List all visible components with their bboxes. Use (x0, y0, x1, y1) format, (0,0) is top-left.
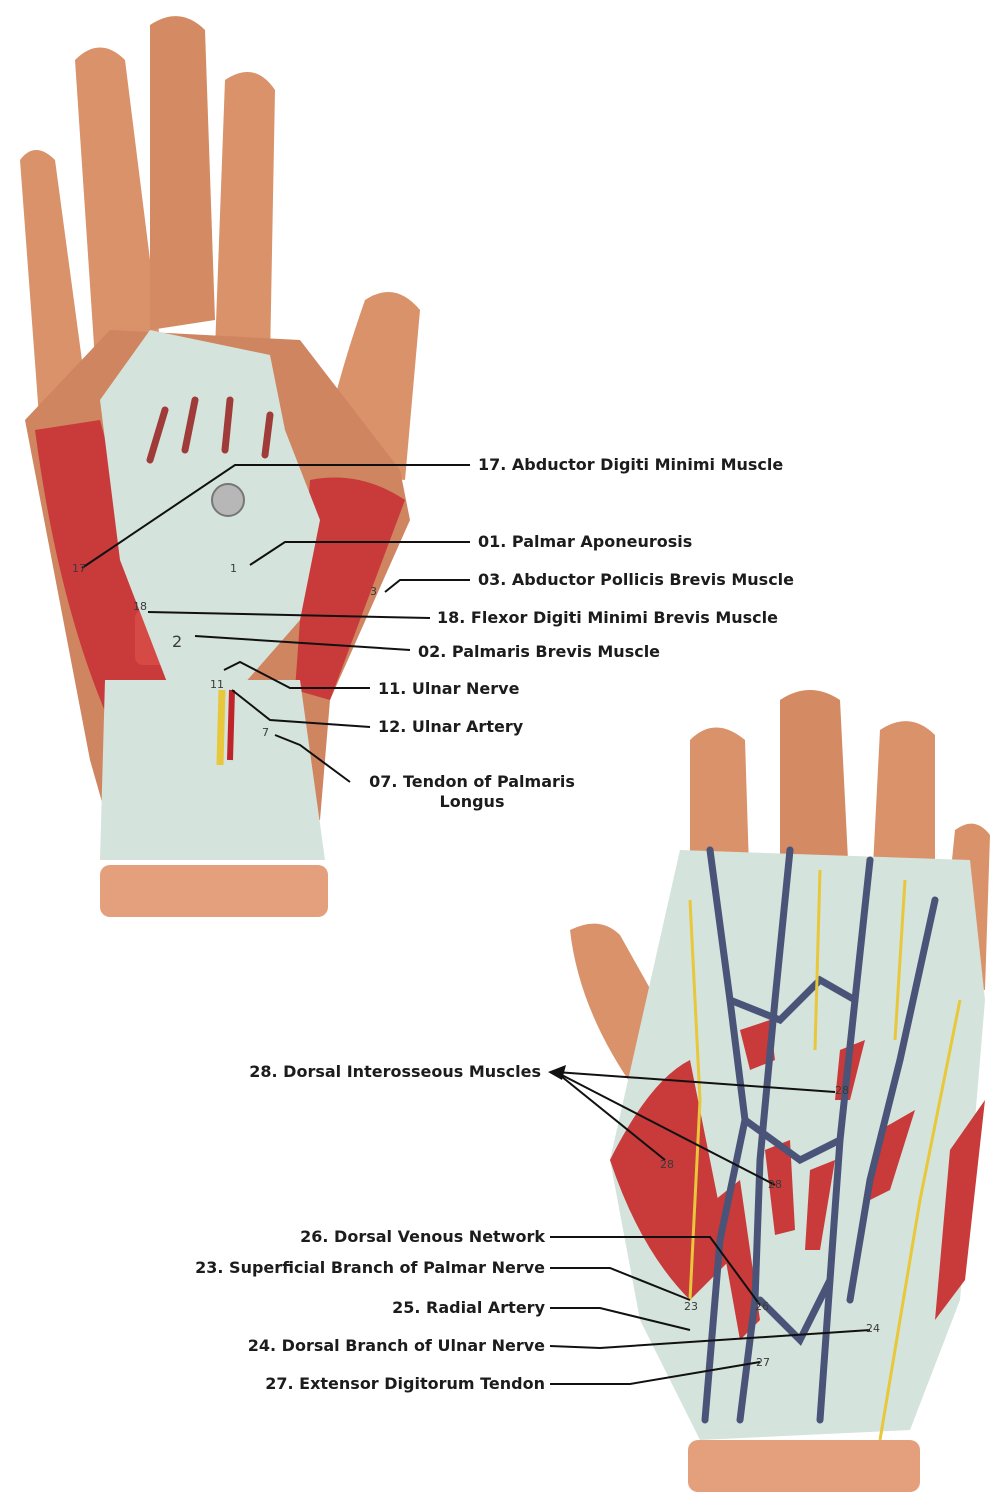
ulnar-nerve-strand (220, 690, 222, 765)
label-tendon-palmaris-longus: 07. Tendon of Palmaris Longus (357, 772, 587, 812)
label-dorsal-interosseous: 28. Dorsal Interosseous Muscles (249, 1062, 541, 1082)
model-number-23: 23 (684, 1300, 698, 1313)
model-number-26: 26 (755, 1300, 769, 1313)
palmar-ring-finger (75, 48, 160, 361)
label-dorsal-venous-network: 26. Dorsal Venous Network (300, 1227, 545, 1247)
model-number-24: 24 (866, 1322, 880, 1335)
dorsal-base (688, 1440, 920, 1492)
mount-knob (212, 484, 244, 516)
palmar-index-finger (215, 72, 275, 360)
label-dorsal-branch-ulnar-nerve: 24. Dorsal Branch of Ulnar Nerve (248, 1336, 545, 1356)
model-number-28b: 28 (660, 1158, 674, 1171)
model-number-3: 3 (370, 585, 377, 598)
model-number-1: 1 (230, 562, 237, 575)
label-tendon-palmaris-longus-line1: 07. Tendon of Palmaris (357, 772, 587, 792)
model-number-2: 2 (172, 632, 182, 651)
palmar-base (100, 865, 328, 917)
model-number-28c: 28 (768, 1178, 782, 1191)
label-flexor-digiti-minimi-brevis: 18. Flexor Digiti Minimi Brevis Muscle (437, 608, 778, 628)
model-number-28a: 28 (835, 1084, 849, 1097)
label-ulnar-artery: 12. Ulnar Artery (378, 717, 523, 737)
model-number-17: 17 (72, 562, 86, 575)
model-number-27: 27 (756, 1356, 770, 1369)
label-abductor-digiti-minimi: 17. Abductor Digiti Minimi Muscle (478, 455, 783, 475)
label-abductor-pollicis-brevis: 03. Abductor Pollicis Brevis Muscle (478, 570, 794, 590)
label-radial-artery: 25. Radial Artery (392, 1298, 545, 1318)
label-superficial-branch-palmar-nerve: 23. Superficial Branch of Palmar Nerve (195, 1258, 545, 1278)
dorsal-hand-model (548, 690, 990, 1492)
model-number-7: 7 (262, 726, 269, 739)
leader-03 (385, 580, 470, 592)
label-palmaris-brevis: 02. Palmaris Brevis Muscle (418, 642, 660, 662)
model-number-18: 18 (133, 600, 147, 613)
label-extensor-digitorum-tendon: 27. Extensor Digitorum Tendon (265, 1374, 545, 1394)
label-ulnar-nerve: 11. Ulnar Nerve (378, 679, 519, 699)
model-number-11: 11 (210, 678, 224, 691)
label-palmar-aponeurosis: 01. Palmar Aponeurosis (478, 532, 692, 552)
label-tendon-palmaris-longus-line2: Longus (357, 792, 587, 812)
ulnar-artery-strand (230, 690, 232, 760)
palmar-wrist (100, 680, 325, 860)
palmar-middle-finger (150, 16, 215, 330)
